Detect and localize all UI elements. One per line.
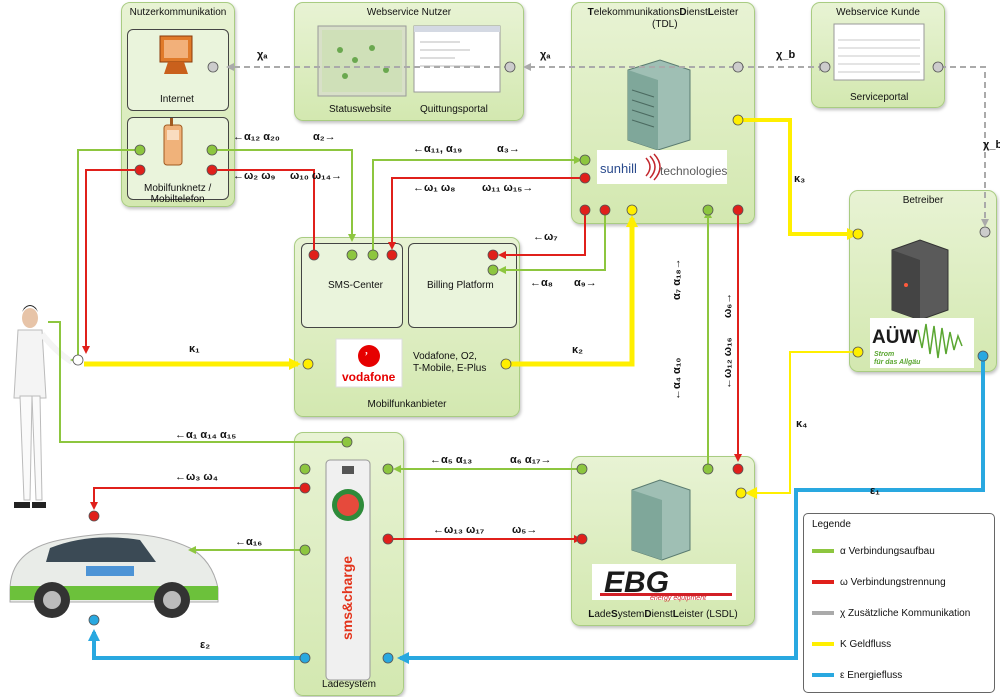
legend-symbol: ω <box>840 577 851 588</box>
label-w11-w15: ω₁₁ ω₁₅→ <box>482 182 534 194</box>
legend-item: Κ Geldfluss <box>812 639 891 650</box>
label-a9: α₉→ <box>574 277 597 289</box>
box-title: Webservice Nutzer <box>366 7 452 18</box>
legend-text: Energiefluss <box>847 670 903 681</box>
legend-symbol: α <box>840 546 849 557</box>
box-webservice-nutzer: Webservice Nutzer Statuswebsite Quittung… <box>294 2 524 121</box>
label-k3: κ₃ <box>794 173 806 185</box>
endpoint-dot <box>88 614 100 626</box>
label-chi-a-2: χₐ <box>540 49 551 61</box>
legend-title: Legende <box>812 519 851 530</box>
label-k1: κ₁ <box>189 343 200 355</box>
label-k2: κ₂ <box>572 344 584 356</box>
label-k4: κ₄ <box>796 418 808 430</box>
internet-label: Internet <box>160 94 194 105</box>
label-w6: ω₆→ <box>722 292 734 318</box>
legend-text: Zusätzliche Kommunikation <box>848 608 971 619</box>
label-w2-w9: ←ω₂ ω₉ <box>233 170 276 182</box>
statuswebsite-label: Statuswebsite <box>329 104 392 115</box>
box-title: Webservice Kunde <box>836 7 920 18</box>
box-nutzerkommunikation: Nutzerkommunikation Internet Mobilfunkne… <box>121 2 235 207</box>
legend-symbol: Κ <box>840 639 850 650</box>
providers-label: Vodafone, O2, T-Mobile, E-Plus <box>413 351 487 374</box>
legend-item: ω Verbindungstrennung <box>812 577 946 588</box>
person-illustration <box>13 305 74 508</box>
legend-item: ε Energiefluss <box>812 670 902 681</box>
omega-connector-w3 <box>90 487 305 510</box>
legend-item: α Verbindungsaufbau <box>812 546 935 557</box>
label-a1-a14-a15: ←α₁ α₁₄ α₁₅ <box>175 429 237 441</box>
tdl-subtitle: (TDL) <box>652 19 678 30</box>
legend-symbol: ε <box>840 670 848 681</box>
billing-label: Billing Platform <box>427 280 494 291</box>
label-a5-a13: ←α₅ α₁₃ <box>430 454 473 466</box>
endpoint-dot <box>88 510 100 522</box>
legend-symbol: χ <box>840 608 849 619</box>
legend-text: Verbindungsaufbau <box>848 546 935 557</box>
box-betreiber: Betreiber <box>849 190 997 372</box>
label-e1: ε₁ <box>870 485 880 497</box>
label-a4-a10: ←α₄ α₁₀ <box>671 357 683 400</box>
box-tdl: TelekommunikationsDienstLeister (TDL) <box>571 2 755 224</box>
label-e2: ε₂ <box>200 639 211 651</box>
legend-swatch <box>812 611 834 616</box>
label-chi-a-1: χₐ <box>257 49 268 61</box>
label-a3: α₃→ <box>497 143 520 155</box>
label-w13-w17: ←ω₁₃ ω₁₇ <box>433 524 485 536</box>
label-a11-a19: ←α₁₁, α₁₉ <box>413 143 463 155</box>
serviceportal-label: Serviceportal <box>850 92 909 103</box>
legend-swatch <box>812 642 834 647</box>
kappa-connector-k2 <box>506 215 638 367</box>
label-chi-b-2: χ_b <box>983 139 1000 151</box>
box-title: Betreiber <box>902 195 944 206</box>
electric-car-illustration <box>9 533 219 618</box>
label-a8: ←α₈ <box>530 277 553 289</box>
legend: Legende α Verbindungsaufbau ω Verbindungs… <box>803 513 995 693</box>
mobilfunknetz-label: Mobilfunknetz / Mobiltelefon <box>144 183 212 205</box>
box-title: Ladesystem <box>322 679 376 690</box>
label-chi-b-1: χ_b <box>776 49 796 61</box>
legend-text: Verbindungstrennung <box>850 577 946 588</box>
legend-item: χ Zusätzliche Kommunikation <box>812 608 970 619</box>
box-ladesystem: Ladesystem <box>294 432 404 696</box>
quittungsportal-label: Quittungsportal <box>420 104 488 115</box>
label-w12-w16: ←ω₁₂ ω₁₆ <box>722 337 734 389</box>
label-a12-a20: ←α₁₂ α₂₀ <box>233 131 280 143</box>
box-lsdl: LadeSystemDienstLeister (LSDL) <box>571 456 755 626</box>
label-w7: ←ω₇ <box>533 231 558 243</box>
box-mobilfunkanbieter: SMS-Center Billing Platform Vodafone, O2… <box>294 237 520 417</box>
legend-swatch <box>812 580 834 585</box>
legend-text: Geldfluss <box>849 639 892 650</box>
label-a16: ←α₁₆ <box>235 536 263 548</box>
box-title: LadeSystemDienstLeister (LSDL) <box>588 609 738 620</box>
sms-center-label: SMS-Center <box>328 280 384 291</box>
label-a2: α₂→ <box>313 131 336 143</box>
box-title: TelekommunikationsDienstLeister <box>587 7 739 18</box>
endpoint-dot <box>72 354 84 366</box>
label-w1-w8: ←ω₁ ω₈ <box>413 182 456 194</box>
label-a6-a17: α₆ α₁₇→ <box>510 454 552 466</box>
label-w10-w14: ω₁₀ ω₁₄→ <box>290 170 342 182</box>
label-w3-w4: ←ω₃ ω₄ <box>175 471 218 483</box>
box-title: Mobilfunkanbieter <box>367 399 447 410</box>
legend-swatch <box>812 673 834 678</box>
label-w5: ω₅→ <box>512 524 538 536</box>
legend-swatch <box>812 549 834 554</box>
label-a7-a18: α₇ α₁₈→ <box>671 258 683 300</box>
box-webservice-kunde: Webservice Kunde Serviceportal <box>811 2 945 108</box>
box-title: Nutzerkommunikation <box>129 7 227 18</box>
